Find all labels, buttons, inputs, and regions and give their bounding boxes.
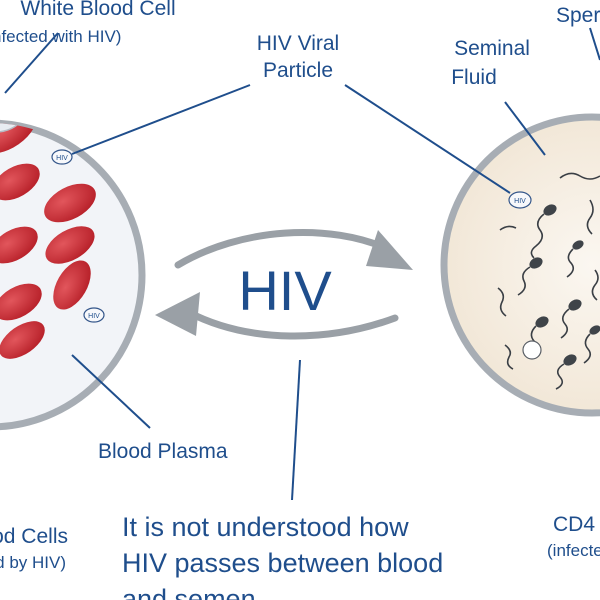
label-seminal: Seminal xyxy=(454,37,530,60)
red-blood-cells xyxy=(0,123,96,359)
blood-sample-circle: HIV HIV xyxy=(0,119,146,431)
svg-text:HIV: HIV xyxy=(514,198,526,205)
cd4-cell xyxy=(522,340,542,360)
label-particle: Particle xyxy=(263,59,333,82)
arrow-to-blood xyxy=(184,308,399,340)
semen-sample-circle: HIV xyxy=(440,113,600,417)
center-title: HIV xyxy=(238,259,332,322)
label-cd4-infected: (infected) xyxy=(547,541,600,560)
hiv-particle-icon: HIV xyxy=(83,307,105,323)
arrow-to-semen xyxy=(174,229,394,269)
label-fluid: Fluid xyxy=(451,66,497,89)
label-cd4-cells: CD4 Cells xyxy=(553,513,600,536)
caption-line-3: and semen xyxy=(122,584,256,600)
sperm-icon xyxy=(530,204,557,259)
sperm-icon xyxy=(517,257,543,296)
arrow-head-right xyxy=(366,230,413,270)
transmission-arrows xyxy=(155,229,413,340)
label-white-blood-cell: White Blood Cell xyxy=(20,0,175,20)
sperm-icon xyxy=(583,325,600,364)
sperm-icon xyxy=(566,240,584,278)
leader-lines xyxy=(4,27,600,501)
caption-line-1: It is not understood how xyxy=(122,512,409,542)
label-red-cells: Red Blood Cells xyxy=(0,525,68,548)
label-infected-with-hiv: (infected with HIV) xyxy=(0,27,121,46)
label-sperm: Sperm xyxy=(556,4,600,27)
svg-text:HIV: HIV xyxy=(88,313,100,320)
sperm-cells xyxy=(497,172,600,390)
label-hiv-viral: HIV Viral xyxy=(257,32,339,55)
label-blood-plasma: Blood Plasma xyxy=(98,440,228,463)
hiv-particle-icon: HIV xyxy=(51,149,73,165)
hiv-particle-icon: HIV xyxy=(508,191,532,209)
sperm-icon xyxy=(555,354,577,390)
caption-line-2: HIV passes between blood xyxy=(122,548,443,578)
arrow-head-left xyxy=(155,292,200,336)
label-not-infected: (not infected by HIV) xyxy=(0,553,66,572)
sperm-icon xyxy=(560,299,582,339)
svg-text:HIV: HIV xyxy=(56,155,68,162)
